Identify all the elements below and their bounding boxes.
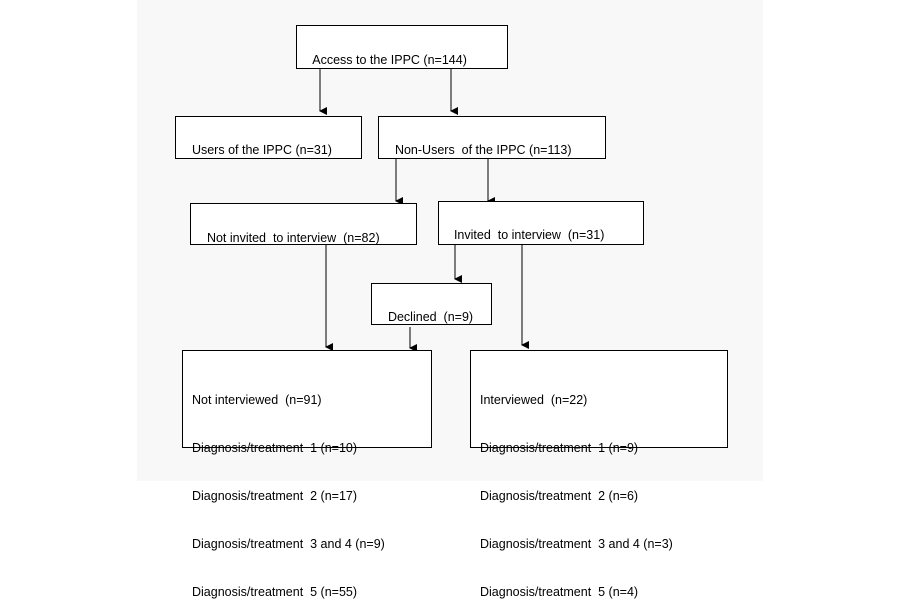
access-box: Access to the IPPC (n=144) [296, 25, 508, 69]
access-label: Access to the IPPC (n=144) [312, 53, 467, 67]
users-label: Users of the IPPC (n=31) [191, 143, 332, 157]
declined-label: Declined (n=9) [387, 310, 474, 324]
interviewed-dx3-4: Diagnosis/treatment 3 and 4 (n=3) [480, 537, 673, 551]
not-interviewed-box: Not interviewed (n=91) Diagnosis/treatme… [182, 350, 432, 599]
interviewed-title: Interviewed (n=22) [480, 393, 588, 407]
not-interviewed-title: Not interviewed (n=91) [192, 393, 322, 407]
invited-label: Invited to interview (n=31) [453, 228, 605, 242]
interviewed-box: Interviewed (n=22) Diagnosis/treatment 1… [470, 350, 728, 599]
flow-arrows [319, 69, 529, 352]
not-interviewed-dx2: Diagnosis/treatment 2 (n=17) [192, 489, 358, 503]
non-users-label: Non-Users of the IPPC (n=113) [394, 143, 572, 157]
interviewed-dx1: Diagnosis/treatment 1 (n=9) [480, 441, 639, 455]
not-invited-label: Not invited to interview (n=82) [206, 231, 380, 245]
not-interviewed-dx1: Diagnosis/treatment 1 (n=10) [192, 441, 358, 455]
interviewed-dx5: Diagnosis/treatment 5 (n=4) [480, 585, 639, 599]
not-interviewed-dx5: Diagnosis/treatment 5 (n=55) [192, 585, 358, 599]
invited-box: Invited to interview (n=31) [438, 201, 644, 245]
non-users-box: Non-Users of the IPPC (n=113) [378, 116, 606, 159]
not-invited-box: Not invited to interview (n=82) [190, 203, 417, 245]
declined-box: Declined (n=9) [371, 283, 492, 325]
users-box: Users of the IPPC (n=31) [175, 116, 362, 159]
interviewed-dx2: Diagnosis/treatment 2 (n=6) [480, 489, 639, 503]
not-interviewed-dx3-4: Diagnosis/treatment 3 and 4 (n=9) [192, 537, 385, 551]
